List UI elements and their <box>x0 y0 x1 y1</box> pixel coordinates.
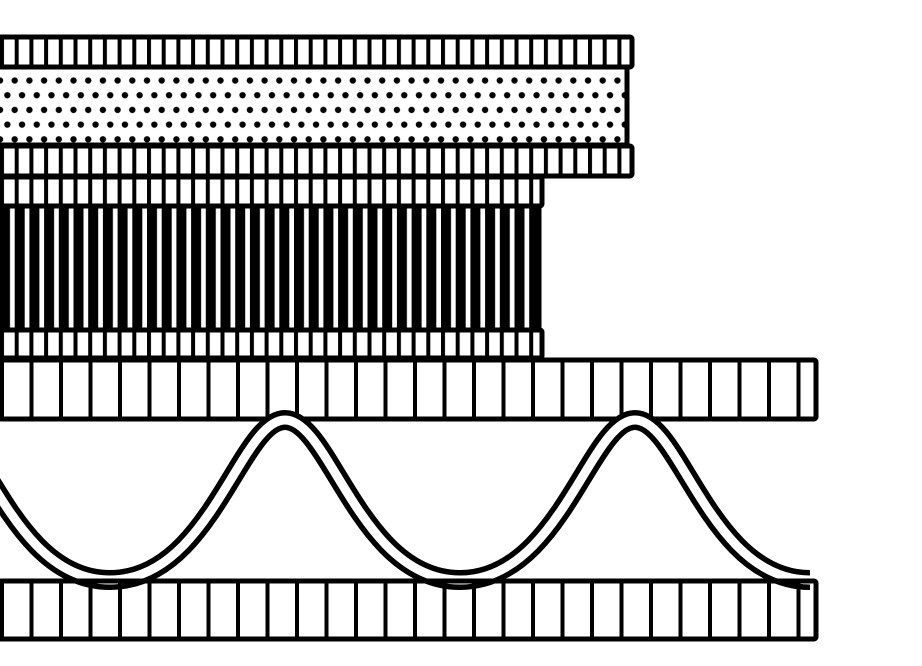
upper-liner-2 <box>0 143 635 179</box>
corrugated-flute <box>0 409 811 591</box>
corrugated-bottom-liner <box>0 578 819 642</box>
top-liner <box>0 34 635 70</box>
upper-liner-3 <box>0 174 545 209</box>
flute-wave-inner <box>0 415 811 585</box>
corrugated-top-liner <box>0 357 819 422</box>
dotted-layer <box>0 64 630 148</box>
dense-bar-layer <box>0 203 542 333</box>
lower-thin-liner <box>0 327 545 361</box>
